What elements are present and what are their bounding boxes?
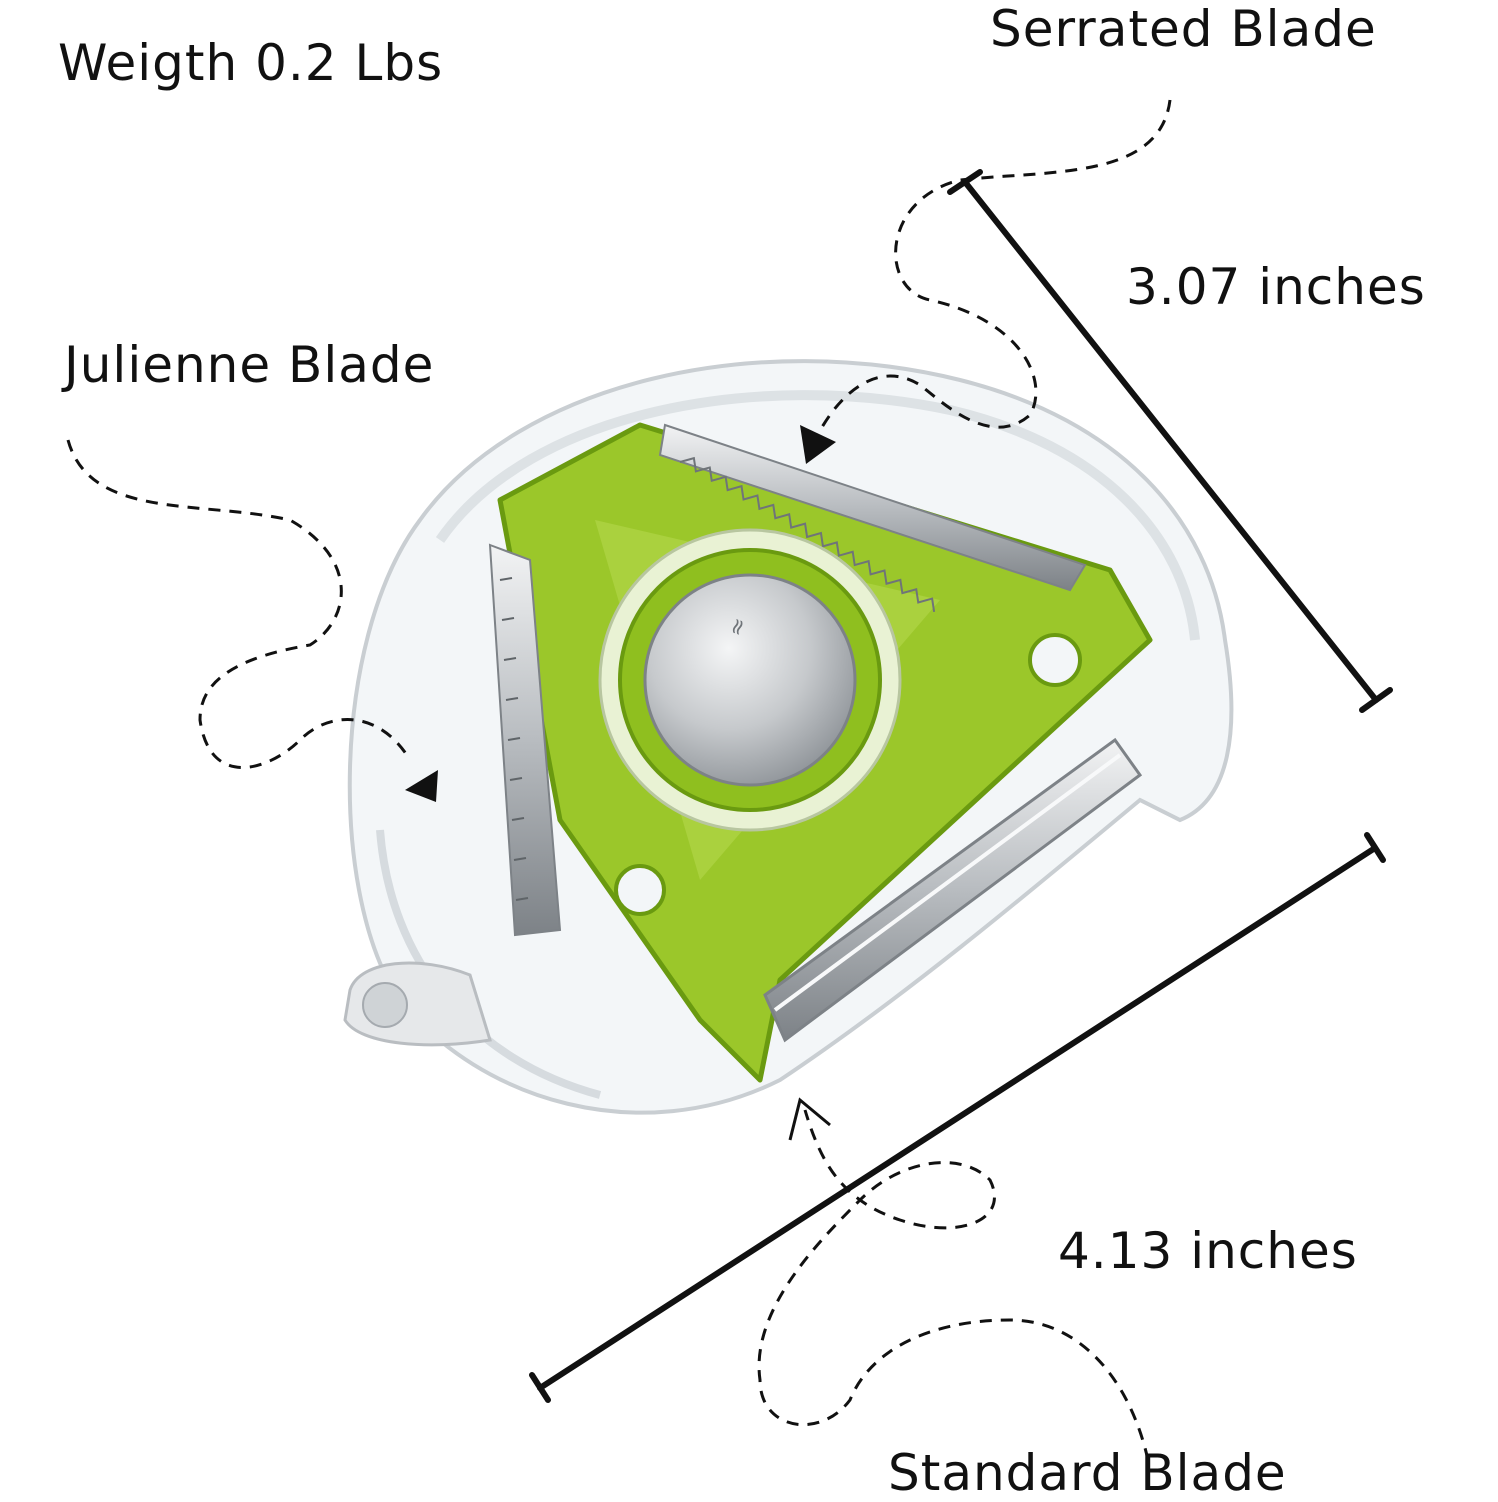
standard-arrow-icon <box>788 1097 831 1141</box>
serrated-leader-line <box>813 99 1172 441</box>
center-hub: ≈ <box>598 528 902 832</box>
standard-leader-line <box>757 1109 1150 1461</box>
height-dimension-label: 3.07 inches <box>1126 258 1426 316</box>
frame-hole-left <box>614 864 666 916</box>
serrated-blade-label: Serrated Blade <box>990 0 1377 58</box>
julienne-blade-label: Julienne Blade <box>64 336 435 394</box>
height-dimension-line <box>947 169 1393 713</box>
serrated-arrow-icon <box>800 425 836 464</box>
hanging-tab <box>343 961 492 1047</box>
frame-hole-right <box>1028 633 1082 687</box>
weight-label: Weigth 0.2 Lbs <box>58 34 444 92</box>
serrated-blade <box>658 423 1087 613</box>
width-dimension-label: 4.13 inches <box>1058 1222 1358 1280</box>
julienne-arrow-icon <box>405 770 438 802</box>
standard-blade-label: Standard Blade <box>888 1444 1287 1502</box>
julienne-leader-line <box>66 439 412 769</box>
julienne-blade <box>488 543 562 937</box>
width-dimension-line <box>529 832 1386 1403</box>
standard-blade <box>763 737 1143 1043</box>
